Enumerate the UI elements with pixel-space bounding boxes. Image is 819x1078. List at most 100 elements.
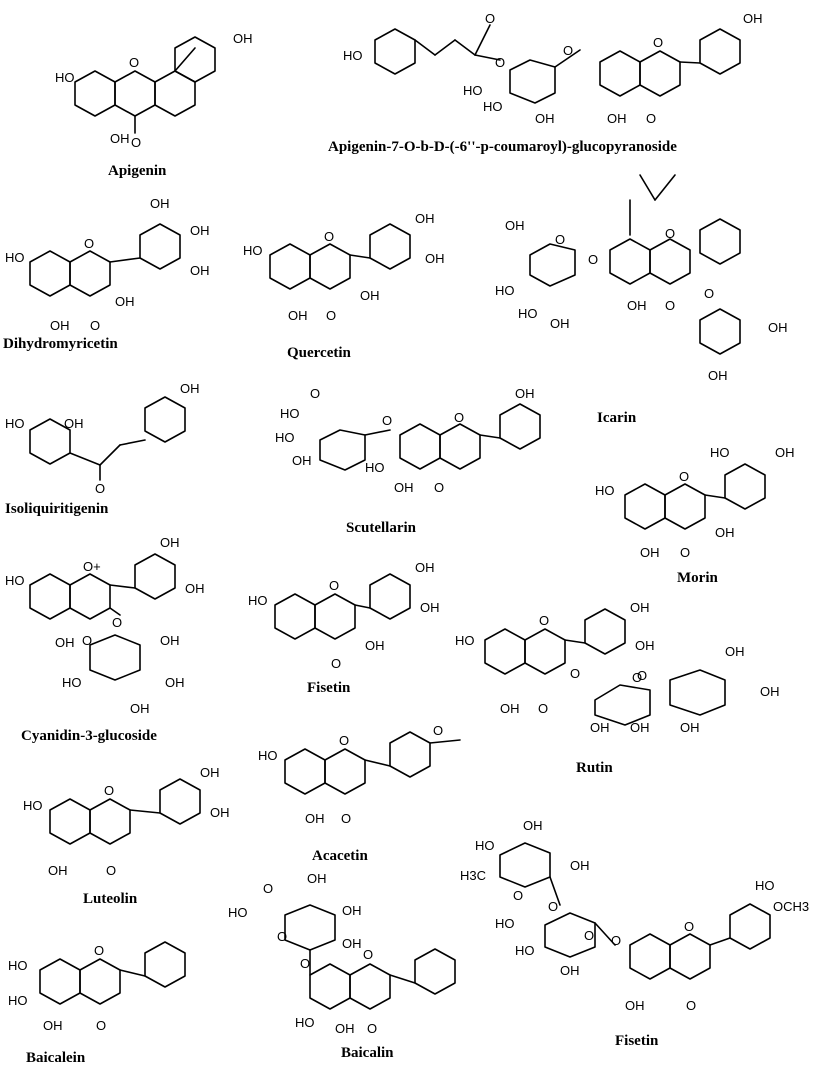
atom-label: OH [625, 998, 645, 1013]
bond [319, 429, 366, 471]
compound-name: Cyanidin-3-glucoside [21, 728, 157, 744]
atom-label: HO [5, 416, 25, 431]
bond [724, 463, 766, 510]
atom-label: O [90, 318, 100, 333]
bond [29, 250, 71, 297]
bond [729, 903, 771, 950]
structure-icarin: OH O O HO HO OH O OH O O OH OH [495, 174, 788, 383]
compound-name: Luteolin [83, 891, 138, 907]
atom-label: HO [280, 406, 300, 421]
bond [154, 70, 196, 117]
atom-label: HO [5, 573, 25, 588]
atom-label: OH [768, 320, 788, 335]
atom-label: OH [425, 251, 445, 266]
compound-name: Fisetin [615, 1033, 659, 1049]
compound-isoliquiritigenin: OH HO OH O Isoliquiritigenin [0, 375, 230, 525]
structure-fisetin-glycoside: HO OH H3C O OH O HO OH OCH3 HO O O O HO … [460, 818, 809, 1013]
atom-label: HO [495, 283, 515, 298]
bond [629, 933, 671, 980]
bond [139, 223, 181, 270]
bond [159, 778, 201, 825]
atom-label: OH [288, 308, 308, 323]
bond [364, 759, 391, 767]
atom-label: HO [8, 958, 28, 973]
atom-label: O [513, 888, 523, 903]
atom-label: O [341, 811, 351, 826]
atom-label: OH [515, 386, 535, 401]
bond [69, 573, 111, 620]
atom-label: HO [258, 748, 278, 763]
bond [399, 423, 441, 470]
compound-scutellarin: OH O HO HO OH O O HO OH O Scutellarin [270, 380, 560, 545]
atom-label: OH [394, 480, 414, 495]
compound-name: Morin [677, 570, 718, 586]
compound-name: Fisetin [307, 680, 351, 696]
atom-label: OH [180, 381, 200, 396]
atom-label: OH [48, 863, 68, 878]
compound-name: Baicalin [341, 1045, 394, 1061]
atom-label: O [570, 666, 580, 681]
structure-baicalin: HO O OH OH O OH O O HO OH O [228, 871, 456, 1036]
atom-label: OH [630, 600, 650, 615]
bond [474, 54, 501, 61]
bond [639, 174, 656, 201]
atom-label: HO [248, 593, 268, 608]
bond [284, 904, 336, 951]
atom-label: OH [607, 111, 627, 126]
atom-label: O [637, 668, 647, 683]
bond [699, 28, 741, 75]
atom-label: OH [64, 416, 84, 431]
compound-name: Apigenin-7-O-b-D-(-6''-p-coumaroyl)-gluc… [328, 139, 677, 155]
atom-label: O [129, 55, 139, 70]
atom-label: OH [55, 635, 75, 650]
compound-name: Dihydromyricetin [3, 336, 118, 352]
atom-label: O [263, 881, 273, 896]
atom-label: O [363, 947, 373, 962]
atom-label: OH [630, 720, 650, 735]
atom-label: OH [523, 818, 543, 833]
bond [499, 403, 541, 450]
atom-label: OH [535, 111, 555, 126]
atom-label: HO [755, 878, 775, 893]
atom-label: HO [228, 905, 248, 920]
atom-label: O [555, 232, 565, 247]
atom-label: O [82, 633, 92, 648]
bond [114, 70, 156, 117]
atom-label: OH [570, 858, 590, 873]
bond [389, 974, 416, 984]
bond [69, 452, 101, 466]
atom-label: OH [505, 218, 525, 233]
bond [354, 604, 371, 609]
compound-name: Acacetin [312, 848, 368, 864]
bond [79, 958, 121, 1005]
atom-label: HO [343, 48, 363, 63]
atom-label: O+ [83, 559, 101, 574]
bond [429, 739, 461, 744]
bond [709, 937, 731, 946]
compound-quercetin: OH OH HO O OH OH O Quercetin [240, 205, 470, 365]
compound-fisetin: OH OH HO O OH O Fisetin [245, 560, 455, 710]
bond [609, 238, 651, 285]
atom-label: OH [708, 368, 728, 383]
structure-luteolin: OH OH HO O OH O [23, 765, 230, 878]
bond [434, 39, 456, 56]
atom-label: O [686, 998, 696, 1013]
bond [269, 243, 311, 290]
atom-label: OH [43, 1018, 63, 1033]
atom-label: OH [550, 316, 570, 331]
atom-label: OH [627, 298, 647, 313]
atom-label: OH [233, 31, 253, 46]
compound-name: Icarin [597, 410, 637, 426]
atom-label: OH [560, 963, 580, 978]
atom-label: HO [275, 430, 295, 445]
atom-label: HO [710, 445, 730, 460]
compound-baicalein: HO HO O OH O Baicalein [5, 935, 205, 1075]
atom-label: HO [62, 675, 82, 690]
bond [654, 174, 676, 201]
atom-label: O [588, 252, 598, 267]
atom-label: O [300, 956, 310, 971]
atom-label: OH [342, 903, 362, 918]
atom-label: O [433, 723, 443, 738]
atom-label: OH [50, 318, 70, 333]
structure-fisetin: OH OH HO O OH O [248, 560, 440, 671]
